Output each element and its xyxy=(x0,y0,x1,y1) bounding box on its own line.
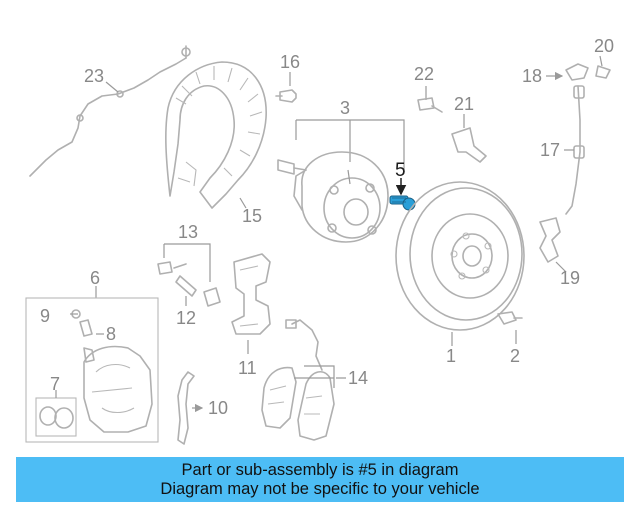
hub-bolt xyxy=(277,159,307,175)
callout-2: 2 xyxy=(510,346,520,366)
callout-12: 12 xyxy=(176,308,196,328)
caliper-carrier xyxy=(231,253,271,354)
callout-7: 7 xyxy=(50,374,60,394)
callout-9: 9 xyxy=(40,306,50,326)
brake-disc xyxy=(395,181,525,346)
callout-21: 21 xyxy=(454,94,474,114)
pad-wear-sensor xyxy=(285,319,323,371)
caliper-group xyxy=(25,286,159,443)
callout-6: 6 xyxy=(90,268,100,288)
callout-5: 5 xyxy=(395,160,406,181)
parts-diagram: 1 2 3 5 6 7 8 9 10 11 12 13 14 15 16 17 … xyxy=(25,36,614,445)
wheel-speed-sensor xyxy=(451,114,487,163)
brake-hose xyxy=(546,55,611,215)
callout-17: 17 xyxy=(540,140,560,160)
brake-pads xyxy=(261,365,346,441)
banner-line-1: Part or sub-assembly is #5 in diagram xyxy=(181,460,459,479)
callout-16: 16 xyxy=(280,52,300,72)
callout-11: 11 xyxy=(238,358,257,378)
callout-22: 22 xyxy=(414,64,434,84)
speed-sensor-wire xyxy=(29,45,191,177)
bolt-22 xyxy=(417,86,443,113)
callout-14: 14 xyxy=(348,368,368,388)
guide-pin-set xyxy=(157,243,221,307)
dust-shield xyxy=(165,61,267,209)
retaining-clip xyxy=(177,371,204,445)
callout-18: 18 xyxy=(522,66,542,86)
callout-10: 10 xyxy=(208,398,228,418)
callout-15: 15 xyxy=(242,206,262,226)
banner-line-2: Diagram may not be specific to your vehi… xyxy=(160,479,480,498)
info-banner: Part or sub-assembly is #5 in diagram Di… xyxy=(16,457,624,502)
bolt-16 xyxy=(275,72,297,103)
hose-bracket xyxy=(539,217,567,273)
callout-19: 19 xyxy=(560,268,580,288)
disc-screw xyxy=(497,311,523,344)
callout-20: 20 xyxy=(594,36,614,56)
callout-23: 23 xyxy=(84,66,104,86)
callout-3: 3 xyxy=(340,98,350,118)
highlighted-screw-5 xyxy=(389,178,416,211)
callout-8: 8 xyxy=(106,324,116,344)
callout-1: 1 xyxy=(446,346,456,366)
callout-13: 13 xyxy=(178,222,198,242)
hub-bearing-assembly xyxy=(293,119,405,243)
